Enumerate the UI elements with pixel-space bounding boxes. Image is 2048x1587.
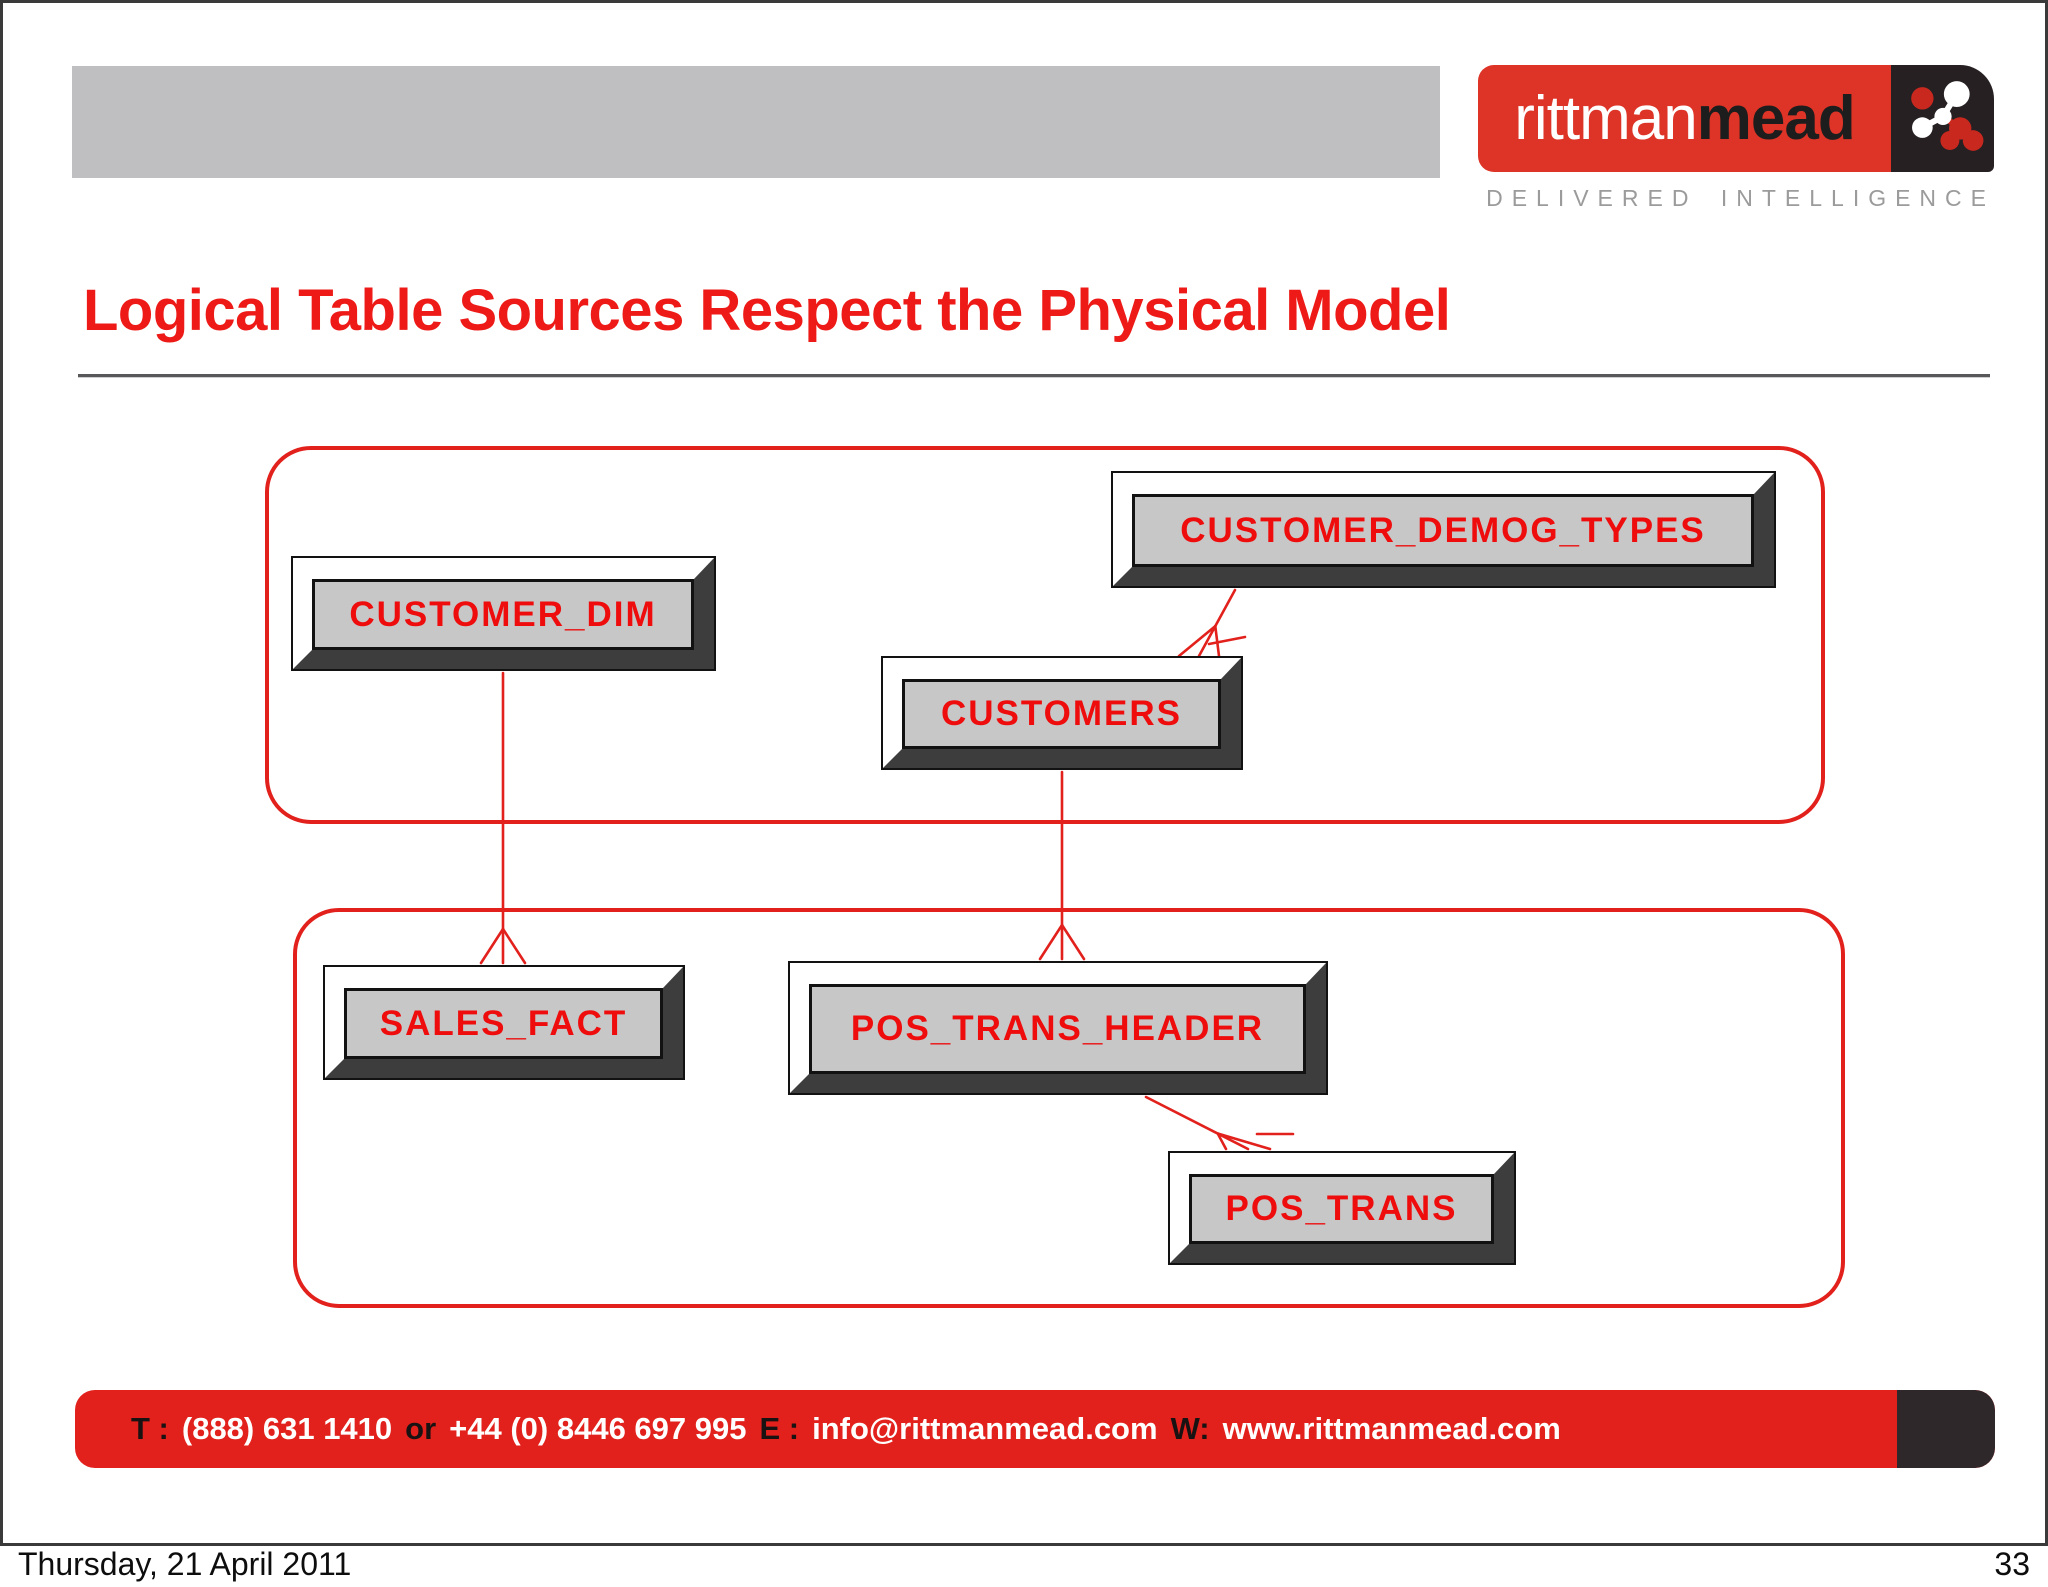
contact-segment: (888) 631 1410 <box>181 1411 393 1446</box>
title-divider <box>78 374 1990 378</box>
table-label: POS_TRANS <box>1225 1189 1458 1228</box>
table-box-panel: CUSTOMER_DEMOG_TYPES <box>1132 494 1754 567</box>
table-box-bevel: POS_TRANS <box>1170 1153 1514 1263</box>
table-box-bevel: CUSTOMERS <box>883 658 1241 768</box>
table-box-panel: CUSTOMERS <box>902 679 1221 749</box>
table-box-panel: CUSTOMER_DIM <box>312 579 694 650</box>
logo-brand-light: rittman <box>1514 84 1697 153</box>
logo-mark-block <box>1891 65 1994 172</box>
table-box-bevel: CUSTOMER_DEMOG_TYPES <box>1113 473 1774 586</box>
logo-brand-bold: mead <box>1696 84 1856 153</box>
table-box-bevel: CUSTOMER_DIM <box>293 558 714 669</box>
logical-fact-group <box>293 908 1845 1308</box>
table-box-customers: CUSTOMERS <box>881 656 1243 770</box>
contact-segment: or <box>405 1411 437 1446</box>
physical-model-diagram: CUSTOMER_DIM CUSTOMER_DEMOG_TYPES CUSTOM… <box>3 3 2048 1549</box>
table-box-customer-demog-types: CUSTOMER_DEMOG_TYPES <box>1111 471 1776 588</box>
page-number: 33 <box>1994 1546 2030 1582</box>
page-footer: Thursday, 21 April 2011 33 <box>0 1546 2048 1587</box>
table-box-panel: SALES_FACT <box>344 988 663 1059</box>
table-label: CUSTOMER_DIM <box>349 594 657 634</box>
table-box-panel: POS_TRANS <box>1189 1174 1494 1244</box>
header-gray-bar <box>72 66 1440 178</box>
table-box-bevel: POS_TRANS_HEADER <box>790 963 1326 1093</box>
contact-segment: W: <box>1170 1411 1210 1446</box>
contact-segment: +44 (0) 8446 697 995 <box>449 1411 747 1446</box>
table-label: POS_TRANS_HEADER <box>850 1009 1265 1048</box>
table-label: CUSTOMERS <box>941 694 1182 733</box>
table-box-sales-fact: SALES_FACT <box>323 965 685 1080</box>
table-box-customer-dim: CUSTOMER_DIM <box>291 556 716 671</box>
contact-bar: T : (888) 631 1410 or +44 (0) 8446 697 995 E… <box>75 1390 1995 1468</box>
slide-title: Logical Table Sources Respect the Physic… <box>83 278 1451 343</box>
logical-dimension-group <box>265 446 1825 824</box>
table-box-panel: POS_TRANS_HEADER <box>809 984 1306 1074</box>
table-box-pos-trans: POS_TRANS <box>1168 1151 1516 1265</box>
contact-segment: T : <box>131 1411 169 1446</box>
table-box-pos-trans-header: POS_TRANS_HEADER <box>788 961 1328 1095</box>
molecule-icon <box>1910 80 1983 151</box>
table-label: CUSTOMER_DEMOG_TYPES <box>1180 510 1706 550</box>
logo-tagline: DELIVERED INTELLIGENCE <box>1486 185 1995 211</box>
footer-date: Thursday, 21 April 2011 <box>18 1546 352 1582</box>
contact-text: T : (888) 631 1410 or +44 (0) 8446 697 995 E… <box>131 1390 1561 1468</box>
contact-segment: info@rittmanmead.com <box>812 1411 1158 1446</box>
contact-bar-end-cap <box>1897 1390 1995 1468</box>
table-box-bevel: SALES_FACT <box>325 967 683 1078</box>
contact-segment: www.rittmanmead.com <box>1222 1411 1561 1446</box>
table-label: SALES_FACT <box>379 1003 628 1043</box>
contact-segment: E : <box>759 1411 800 1446</box>
